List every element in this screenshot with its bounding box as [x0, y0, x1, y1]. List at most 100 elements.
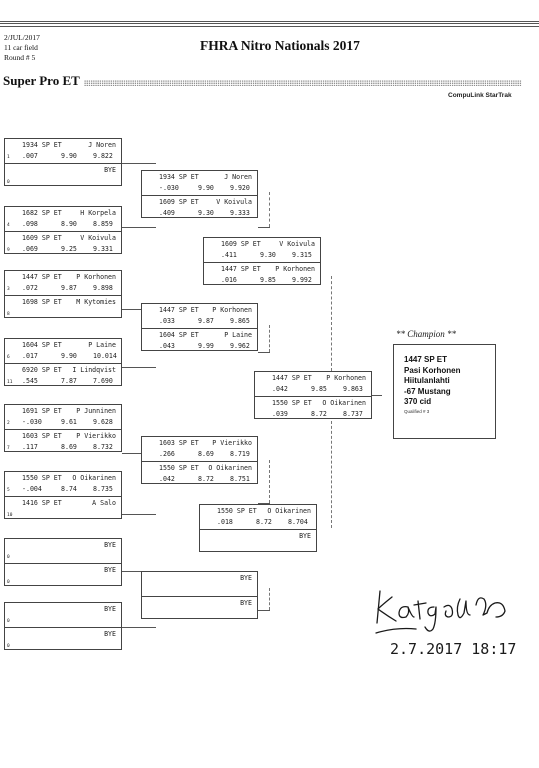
driver-name: V Koivula [80, 234, 116, 242]
round-number: Round # 5 [4, 53, 36, 62]
car-number: 6920 SP ET [22, 366, 62, 374]
reaction-time: .033 [159, 317, 175, 325]
reaction-time: -.030 [159, 184, 179, 192]
lane-number: 0 [7, 180, 10, 185]
driver-name: J Noren [88, 141, 116, 149]
dotted-divider [84, 80, 522, 86]
car-number: 1550 SP ET [22, 474, 62, 482]
elapsed-time: 9.920 [230, 184, 250, 192]
lane-number: 0 [7, 580, 10, 585]
bracket-slot: BYE 0 [5, 163, 121, 187]
driver-name: M Kytomies [76, 298, 116, 306]
dial-in: 9.85 [311, 385, 327, 393]
reaction-time: .409 [159, 209, 175, 217]
signature-ink: 2.7.2017 18:17 [390, 640, 516, 658]
bye-label: BYE [240, 574, 252, 582]
bye-label: BYE [299, 532, 311, 540]
car-number: 1934 SP ET [22, 141, 62, 149]
driver-name: A Salo [92, 499, 116, 507]
elapsed-time: 8.859 [93, 220, 113, 228]
signature-date: 2.7.2017 18:17 [368, 626, 528, 666]
car-number: 1603 SP ET [159, 439, 199, 447]
dial-in: 9.30 [260, 251, 276, 259]
bye-label: BYE [104, 166, 116, 174]
reaction-time: .266 [159, 450, 175, 458]
driver-name: O Oikarinen [72, 474, 116, 482]
driver-name: P Vierikko [76, 432, 116, 440]
signature-date-text: 2.7.2017 18:17 [390, 640, 516, 658]
car-number: 1550 SP ET [272, 399, 312, 407]
driver-name: P Korhonen [76, 273, 116, 281]
elapsed-time: 8.732 [93, 443, 113, 451]
dial-in: 7.87 [61, 377, 77, 385]
driver-name: P Laine [224, 331, 252, 339]
elapsed-time: 9.898 [93, 284, 113, 292]
car-number: 1609 SP ET [221, 240, 261, 248]
car-number: 1447 SP ET [272, 374, 312, 382]
round1-match-8: BYE 0 BYE 0 [4, 602, 122, 650]
bracket-slot: BYE 0 [5, 627, 121, 651]
dial-in: 9.90 [61, 352, 77, 360]
reaction-time: .411 [221, 251, 237, 259]
dial-in: 8.72 [256, 518, 272, 526]
champion-vehicle: -67 Mustang [404, 386, 451, 396]
elapsed-time: 8.737 [343, 410, 363, 418]
dial-in: 8.74 [61, 485, 77, 493]
dial-in: 8.72 [311, 410, 327, 418]
champion-box: 1447 SP ET Pasi Korhonen Hiitulanlahti -… [393, 344, 496, 439]
driver-name: O Oikarinen [267, 507, 311, 515]
driver-name: P Korhonen [326, 374, 366, 382]
bye-label: BYE [104, 630, 116, 638]
dial-in: 8.72 [198, 475, 214, 483]
car-number: 1609 SP ET [159, 198, 199, 206]
car-number: 1691 SP ET [22, 407, 62, 415]
elapsed-time: 9.331 [93, 245, 113, 253]
bracket-slot: BYE [200, 529, 316, 553]
lane-number: 2 [7, 421, 10, 426]
dial-in: 9.99 [198, 342, 214, 350]
lane-number: 5 [7, 488, 10, 493]
champion-town: Hiitulanlahti [404, 376, 450, 385]
bye-label: BYE [104, 566, 116, 574]
report-date: 2/JUL/2017 [4, 33, 40, 42]
driver-name: V Koivula [216, 198, 252, 206]
dial-in: 8.90 [61, 220, 77, 228]
champion-driver: Pasi Korhonen [404, 365, 461, 375]
lane-number: 8 [7, 312, 10, 317]
driver-name: P Korhonen [275, 265, 315, 273]
class-title: Super Pro ET [3, 73, 80, 88]
round2-match-4: BYE BYE [141, 571, 258, 619]
dial-in: 8.69 [198, 450, 214, 458]
car-number: 1550 SP ET [217, 507, 257, 515]
driver-name: J Noren [224, 173, 252, 181]
lane-number: 9 [7, 248, 10, 253]
driver-name: P Junninen [76, 407, 116, 415]
event-title: FHRA Nitro Nationals 2017 [200, 38, 360, 53]
lane-number: 7 [7, 446, 10, 451]
lane-number: 0 [7, 555, 10, 560]
reaction-time: .069 [22, 245, 38, 253]
reaction-time: .098 [22, 220, 38, 228]
dial-in: 8.69 [61, 443, 77, 451]
driver-name: I Lindqvist [72, 366, 116, 374]
driver-name: O Oikarinen [322, 399, 366, 407]
reaction-time: .545 [22, 377, 38, 385]
